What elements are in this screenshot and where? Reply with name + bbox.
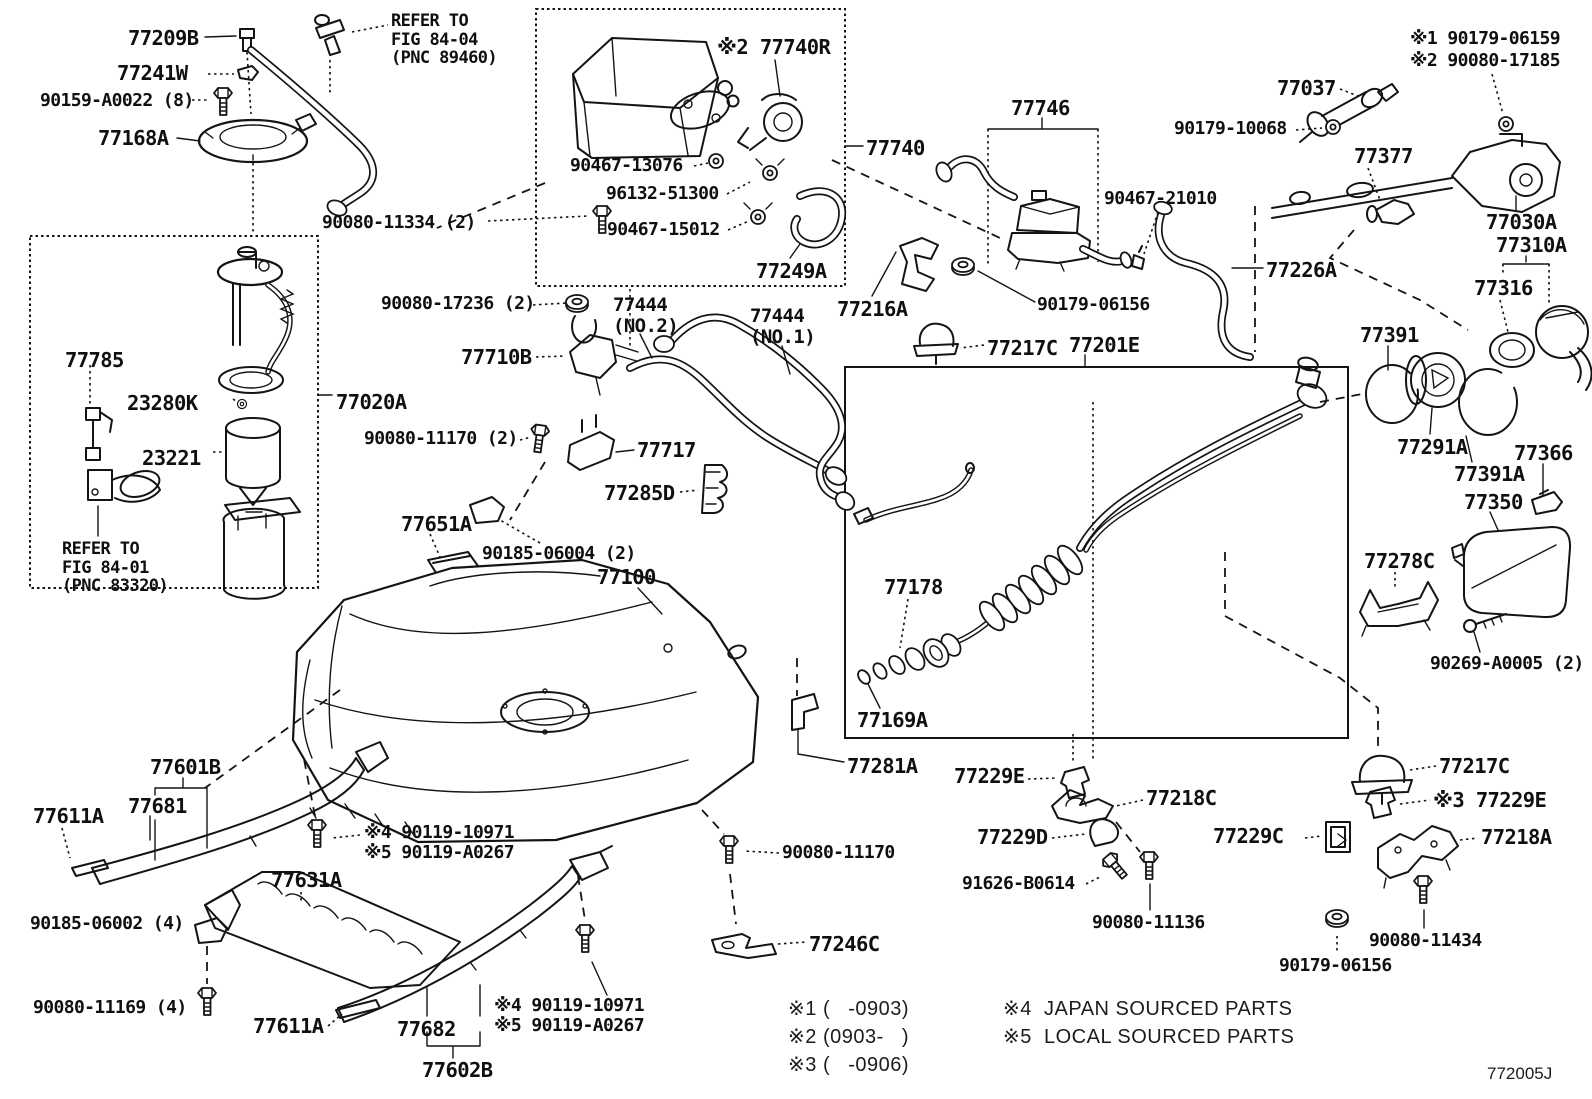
part-23221-label: 23221 — [142, 446, 201, 470]
part-77651a-label: 77651A — [401, 512, 472, 536]
part-77682-label: 77682 — [397, 1017, 456, 1041]
part-77611a-lower-label: 77611A — [253, 1014, 324, 1038]
part-77217c-upper-label: 77217C — [987, 336, 1058, 360]
part-77249a-label: 77249A — [756, 259, 827, 283]
part-90080-17236-label: 90080-17236 (2) — [381, 293, 535, 314]
part-77710b-label: 77710B — [461, 345, 532, 369]
part-77216a-label: 77216A — [837, 297, 908, 321]
part-90159-a0022-label: 90159-A0022 (8) — [40, 90, 194, 111]
part-77246c-label: 77246C — [809, 932, 880, 956]
part-90179-06156-upper-label: 90179-06156 — [1037, 294, 1150, 315]
legend-note-4: ※4 JAPAN SOURCED PARTS — [1003, 998, 1293, 1020]
legend-note-5: ※5 LOCAL SOURCED PARTS — [1003, 1026, 1295, 1048]
bellows — [978, 544, 1084, 632]
part-77444-no2-label: 77444 (NO.2) — [613, 294, 679, 338]
part-90179-06159-label: ※1 90179-06159 — [1410, 28, 1561, 49]
part-77178-label: 77178 — [884, 575, 943, 599]
part-77740-label: 77740 — [866, 136, 925, 160]
part-77746-label: 77746 — [1011, 96, 1070, 120]
part-77740r-label: ※2 77740R — [717, 35, 831, 59]
part-77611a-upper-label: 77611A — [33, 804, 104, 828]
part-77229e-left-label: 77229E — [954, 764, 1025, 788]
part-90269-a0005-label: 90269-A0005 (2) — [1430, 653, 1584, 674]
part-90467-13076-label: 90467-13076 — [570, 155, 683, 176]
note-90119-lower-label: ※4 90119-10971 ※5 90119-A0267 — [494, 995, 645, 1037]
part-90467-15012-label: 90467-15012 — [607, 219, 720, 240]
part-90080-11170-x2-label: 90080-11170 (2) — [364, 428, 518, 449]
part-77391-label: 77391 — [1360, 323, 1419, 347]
part-77020a-label: 77020A — [336, 390, 407, 414]
figure-code: 772005J — [1487, 1064, 1553, 1083]
part-77285d-label: 77285D — [604, 481, 675, 505]
part-77631a-label: 77631A — [271, 868, 342, 892]
part-90179-06156-lower-label: 90179-06156 — [1279, 955, 1392, 976]
legend-note-2: ※2 (0903- ) — [788, 1026, 910, 1048]
part-90080-11169-label: 90080-11169 (4) — [33, 997, 187, 1018]
fuel-pump-detail-box — [29, 235, 319, 589]
part-90080-11334-label: 90080-11334 (2) — [322, 212, 476, 233]
part-77601b-label: 77601B — [150, 755, 221, 779]
part-77030a-label: 77030A — [1486, 210, 1557, 234]
part-77169a-label: 77169A — [857, 708, 928, 732]
part-77168a-label: 77168A — [98, 126, 169, 150]
pipe-rings — [857, 638, 950, 685]
part-77037-label: 77037 — [1277, 76, 1336, 100]
filler-pipe-box — [844, 366, 1349, 739]
part-90080-17185-label: ※2 90080-17185 — [1410, 50, 1561, 71]
part-90080-11434-label: 90080-11434 — [1369, 930, 1482, 951]
part-77229c-label: 77229C — [1213, 824, 1284, 848]
part-77100-label: 77100 — [597, 565, 656, 589]
canister-detail-box — [535, 8, 846, 287]
part-77350-label: 77350 — [1464, 490, 1523, 514]
part-90185-06002-label: 90185-06002 (4) — [30, 913, 184, 934]
note-refer-fig-84-01-label: REFER TO FIG 84-01 (PNC 83320) — [62, 539, 169, 597]
note-90119-upper-label: ※4 90119-10971 ※5 90119-A0267 — [364, 822, 515, 864]
part-77229d-label: 77229D — [977, 825, 1048, 849]
part-77391a-label: 77391A — [1454, 462, 1525, 486]
part-90080-11136-label: 90080-11136 — [1092, 912, 1205, 933]
part-90080-11170-label: 90080-11170 — [782, 842, 895, 863]
part-77717-label: 77717 — [637, 438, 696, 462]
part-77201e-label: 77201E — [1069, 333, 1140, 357]
note-refer-fig-84-04-label: REFER TO FIG 84-04 (PNC 89460) — [391, 11, 498, 69]
part-77602b-label: 77602B — [422, 1058, 493, 1082]
part-77229e-right-label: ※3 77229E — [1433, 788, 1547, 812]
part-77218c-label: 77218C — [1146, 786, 1217, 810]
part-77217c-lower-label: 77217C — [1439, 754, 1510, 778]
part-77226a-label: 77226A — [1266, 258, 1337, 282]
legend-note-3: ※3 ( -0906) — [788, 1054, 910, 1076]
part-77209b-label: 77209B — [128, 26, 199, 50]
part-77241w-label: 77241W — [117, 61, 188, 85]
part-90467-21010-label: 90467-21010 — [1104, 188, 1217, 209]
part-77278c-label: 77278C — [1364, 549, 1435, 573]
part-77377-label: 77377 — [1354, 144, 1413, 168]
legend-note-1: ※1 ( -0903) — [788, 998, 910, 1020]
part-91626-b0614-label: 91626-B0614 — [962, 873, 1075, 894]
part-77291a-label: 77291A — [1397, 435, 1468, 459]
part-23280k-label: 23280K — [127, 391, 198, 415]
part-77785-label: 77785 — [65, 348, 124, 372]
part-77281a-label: 77281A — [847, 754, 918, 778]
part-90185-06004-label: 90185-06004 (2) — [482, 543, 636, 564]
part-77681-label: 77681 — [128, 794, 187, 818]
part-77218a-label: 77218A — [1481, 825, 1552, 849]
part-77366-label: 77366 — [1514, 441, 1573, 465]
part-96132-51300-label: 96132-51300 — [606, 183, 719, 204]
part-77316-label: 77316 — [1474, 276, 1533, 300]
heat-shield-corrugations — [257, 881, 423, 955]
part-77444-no1-label: 77444 (NO.1) — [750, 305, 816, 349]
part-90179-10068-label: 90179-10068 — [1174, 118, 1287, 139]
part-77310a-label: 77310A — [1496, 233, 1567, 257]
